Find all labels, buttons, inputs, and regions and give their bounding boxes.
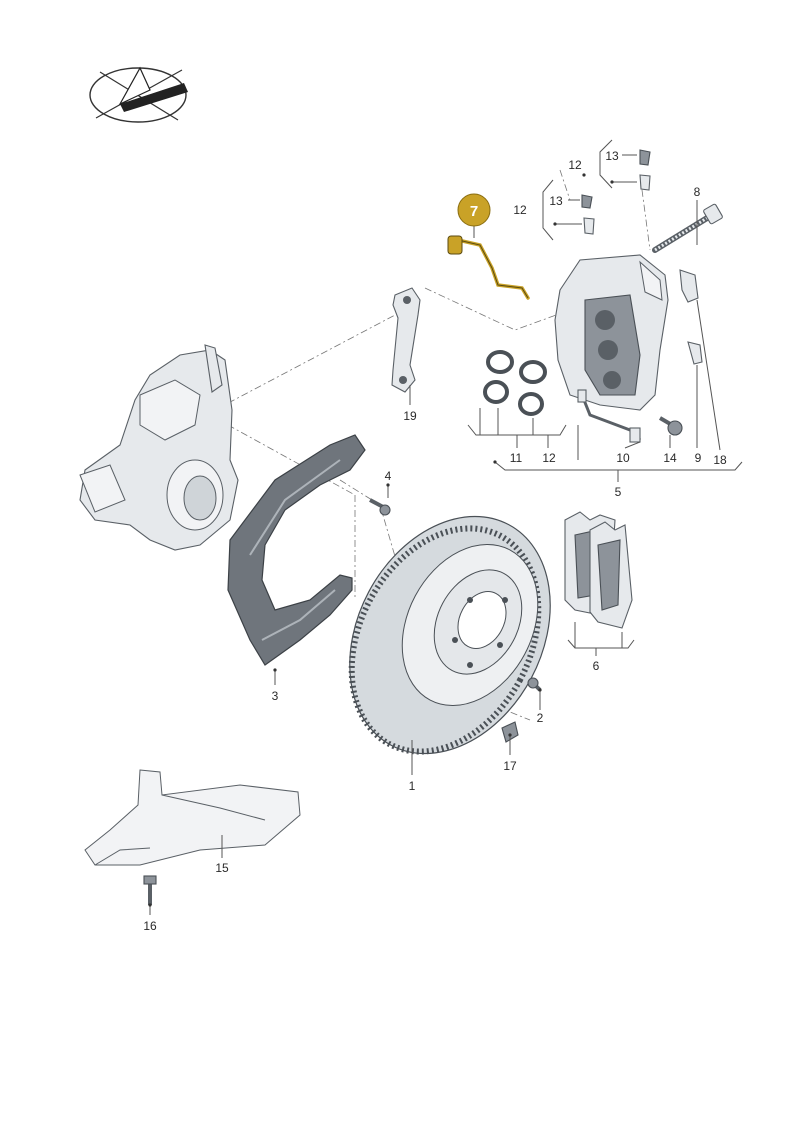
callout-12-upper[interactable]: 12	[568, 158, 582, 172]
callout-16[interactable]: 16	[143, 919, 157, 933]
leader-lines	[149, 139, 743, 915]
bleed-valves	[581, 149, 651, 235]
callout-10[interactable]: 10	[616, 451, 630, 465]
callout-18[interactable]: 18	[713, 453, 727, 467]
brake-disc	[348, 515, 551, 755]
brake-pad-wear-sensor	[447, 235, 530, 300]
callout-12-lower[interactable]: 12	[513, 203, 527, 217]
brake-pads	[564, 511, 633, 629]
callout-13-lower[interactable]: 13	[549, 194, 563, 208]
pen-nib-in-ellipse-icon	[89, 66, 188, 123]
callout-labels: 1 2 3 4 5 6 7 8 9 10 11 12 12 12 13 13 1…	[143, 149, 727, 933]
callout-15[interactable]: 15	[215, 861, 229, 875]
callout-6[interactable]: 6	[593, 659, 600, 673]
callout-2[interactable]: 2	[537, 711, 544, 725]
bolt-14	[658, 416, 683, 436]
steering-knuckle	[79, 344, 239, 551]
brake-line	[577, 389, 642, 443]
screw-4	[369, 498, 391, 516]
callout-11[interactable]: 11	[510, 451, 523, 465]
callout-3[interactable]: 3	[272, 689, 279, 703]
screw-16	[143, 875, 157, 905]
callout-19[interactable]: 19	[403, 409, 417, 423]
callout-1[interactable]: 1	[409, 779, 416, 793]
caliper-bracket	[391, 287, 421, 393]
brake-caliper	[554, 254, 669, 411]
callout-13-upper[interactable]: 13	[605, 149, 619, 163]
screw-2	[527, 677, 542, 692]
caliper-clips	[679, 269, 703, 365]
callout-12-seals[interactable]: 12	[542, 451, 556, 465]
callout-8[interactable]: 8	[694, 185, 701, 199]
callout-9[interactable]: 9	[695, 451, 702, 465]
leader-dots	[148, 173, 614, 907]
callout-14[interactable]: 14	[663, 451, 677, 465]
air-guide	[84, 769, 301, 866]
callout-7[interactable]: 7	[470, 203, 478, 220]
caliper-bolt	[652, 203, 723, 253]
callout-4[interactable]: 4	[385, 469, 392, 483]
piston-seals	[483, 350, 547, 416]
brake-dust-shield	[227, 434, 366, 666]
nut-17	[501, 721, 519, 743]
callout-5[interactable]: 5	[615, 485, 622, 499]
callout-17[interactable]: 17	[503, 759, 517, 773]
callout-7-highlight	[457, 193, 491, 227]
